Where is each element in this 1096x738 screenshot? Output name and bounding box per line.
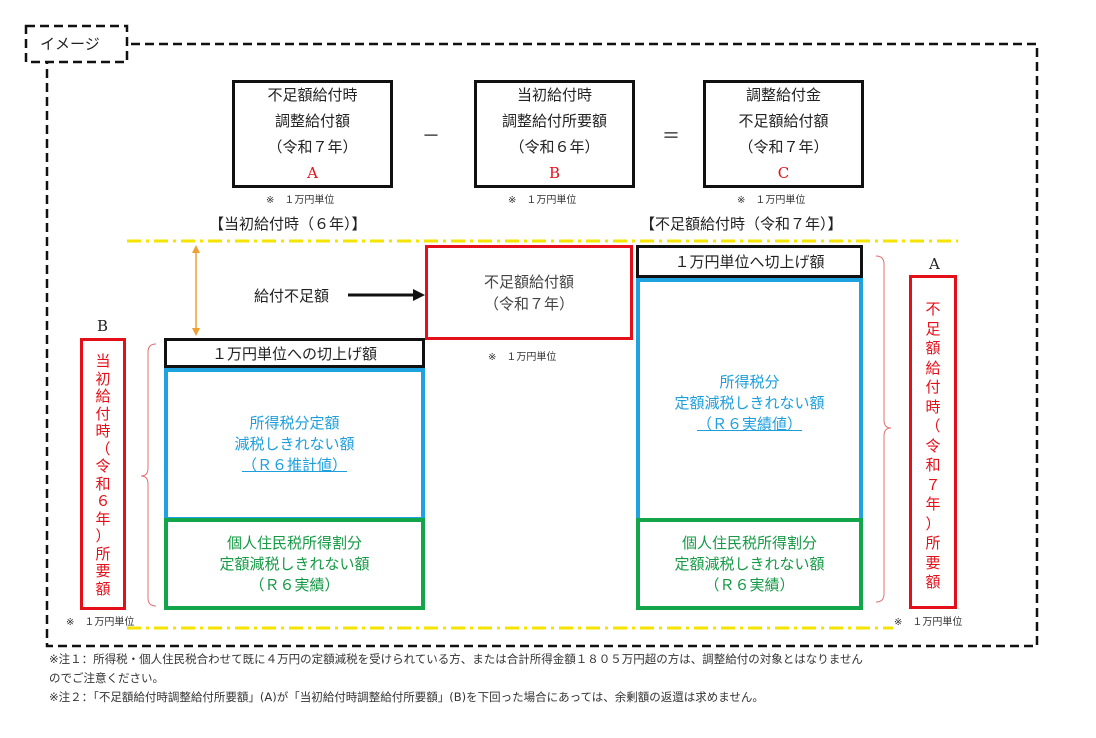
right-blue-line-2: 定額減税しきれない額 (674, 394, 825, 412)
right-brace (875, 255, 892, 603)
formula-box-c: 調整給付金 不足額給付額 （令和７年） C (703, 80, 864, 188)
note-1-line-1: ※注１：所得税・個人住民税合わせて既に４万円の定額減税を受けられている方、または… (49, 652, 863, 666)
left-blue-line-3: （Ｒ６推計値） (241, 456, 347, 474)
right-blue-line-3: （Ｒ６実績値） (696, 415, 802, 433)
side-char: 年 (95, 509, 111, 528)
left-blue-line-2: 減税しきれない額 (234, 435, 355, 453)
side-char: 令 (95, 457, 111, 475)
side-char: 年 (925, 495, 941, 513)
gap-arrow-head-up (192, 245, 200, 253)
formula-box-b-line-3: （令和６年） (509, 138, 600, 156)
center-box-unit: ※ １万円単位 (488, 352, 557, 363)
side-char: 和 (925, 456, 941, 474)
right-green-line-1: 個人住民税所得割分 (681, 533, 817, 552)
image-label-frame (24, 24, 129, 64)
shortfall-label: 給付不足額 (254, 287, 330, 305)
side-char: 給 (95, 387, 111, 405)
formula-box-a-line-2: 調整給付額 (274, 112, 350, 130)
formula-box-a-letter: A (307, 164, 318, 182)
formula-box-a-line-1: 不足額給付時 (267, 86, 358, 104)
right-side-letter: A (929, 255, 940, 273)
formula-box-b-line-2: 調整給付所要額 (501, 112, 607, 130)
formula-box-b-letter: B (548, 164, 561, 182)
side-char: 付 (925, 378, 941, 396)
left-resident-tax-box: 個人住民税所得割分 定額減税しきれない額 （Ｒ６実績） (164, 518, 425, 610)
side-char: （ (925, 417, 941, 435)
left-roundup-box: １万円単位への切上げ額 (164, 338, 425, 368)
shortfall-arrow-head (413, 289, 425, 301)
formula-box-b: 当初給付時 調整給付所要額 （令和６年） B (474, 80, 635, 188)
formula-box-c-line-3: （令和７年） (738, 138, 829, 156)
side-char: 所 (925, 534, 941, 552)
right-roundup-box: １万円単位へ切上げ額 (636, 245, 863, 278)
formula-box-c-line-2: 不足額給付額 (738, 112, 829, 130)
formula-box-b-unit: ※ １万円単位 (508, 195, 577, 206)
side-char: 要 (925, 553, 941, 572)
side-char: 時 (95, 422, 111, 440)
side-char: 不 (925, 300, 941, 318)
formula-box-c-line-1: 調整給付金 (745, 86, 821, 104)
side-char: ６ (95, 492, 111, 510)
outer-dashed-frame (45, 42, 1039, 648)
right-roundup-label: １万円単位へ切上げ額 (674, 253, 825, 271)
side-char: 当 (95, 352, 111, 370)
side-char: 額 (925, 339, 941, 357)
minus-sign: － (422, 126, 440, 147)
side-char: ７ (925, 475, 941, 494)
side-char: 令 (925, 436, 941, 455)
side-char: 時 (925, 397, 941, 416)
formula-box-c-letter: C (777, 164, 790, 182)
formula-box-c-unit: ※ １万円単位 (737, 195, 806, 206)
right-blue-line-1: 所得税分 (719, 373, 780, 391)
side-char: 和 (95, 474, 111, 493)
footnotes: ※注１：所得税・個人住民税合わせて既に４万円の定額減税を受けられている方、または… (49, 650, 1089, 707)
left-section-header: 【当初給付時（６年）】 (209, 215, 367, 233)
left-blue-line-1: 所得税分定額 (249, 414, 340, 432)
equals-sign: ＝ (662, 126, 680, 147)
right-green-line-3: （Ｒ６実績） (704, 575, 795, 594)
side-char: （ (95, 439, 111, 458)
side-char: 額 (925, 573, 941, 591)
formula-box-a: 不足額給付時 調整給付額 （令和７年） A (232, 80, 393, 188)
right-green-line-2: 定額減税しきれない額 (674, 554, 825, 573)
center-box-line-1: 不足額給付額 (483, 272, 574, 291)
left-green-line-2: 定額減税しきれない額 (219, 554, 370, 573)
left-income-tax-box: 所得税分定額 減税しきれない額 （Ｒ６推計値） (164, 368, 425, 521)
side-char: 額 (95, 579, 111, 598)
side-char: ） (925, 514, 941, 533)
right-income-tax-box: 所得税分 定額減税しきれない額 （Ｒ６実績値） (636, 278, 863, 522)
image-label: イメージ (40, 35, 100, 53)
side-char: 要 (95, 562, 111, 580)
center-shortfall-box: 不足額給付額 （令和７年） (425, 245, 633, 340)
left-side-letter: B (97, 317, 109, 335)
side-char: 付 (95, 404, 111, 423)
side-char: 初 (95, 369, 111, 388)
note-1-line-2: のでご注意ください。 (49, 671, 164, 685)
bottom-left-unit: ※ １万円単位 (66, 617, 135, 628)
bottom-right-unit: ※ １万円単位 (894, 617, 963, 628)
left-brace (140, 343, 157, 607)
note-2: ※注２：「不足額給付時調整給付所要額」(A)が「当初給付時調整給付所要額」(B)… (49, 690, 764, 704)
right-resident-tax-box: 個人住民税所得割分 定額減税しきれない額 （Ｒ６実績） (636, 518, 863, 610)
left-green-line-3: （Ｒ６実績） (249, 575, 340, 594)
side-char: 給 (925, 358, 941, 377)
center-box-line-2: （令和７年） (483, 294, 574, 313)
right-section-header: 【不足額給付時（令和７年）】 (640, 215, 843, 233)
left-roundup-label: １万円単位への切上げ額 (211, 344, 377, 363)
side-char: 所 (95, 544, 111, 563)
side-char: ） (95, 527, 111, 545)
formula-box-a-line-3: （令和７年） (267, 138, 358, 156)
side-char: 足 (925, 319, 941, 338)
left-green-line-1: 個人住民税所得割分 (226, 533, 362, 552)
formula-box-a-unit: ※ １万円単位 (266, 195, 335, 206)
gap-arrow-head-down (192, 328, 200, 336)
formula-box-b-line-1: 当初給付時 (516, 86, 592, 104)
